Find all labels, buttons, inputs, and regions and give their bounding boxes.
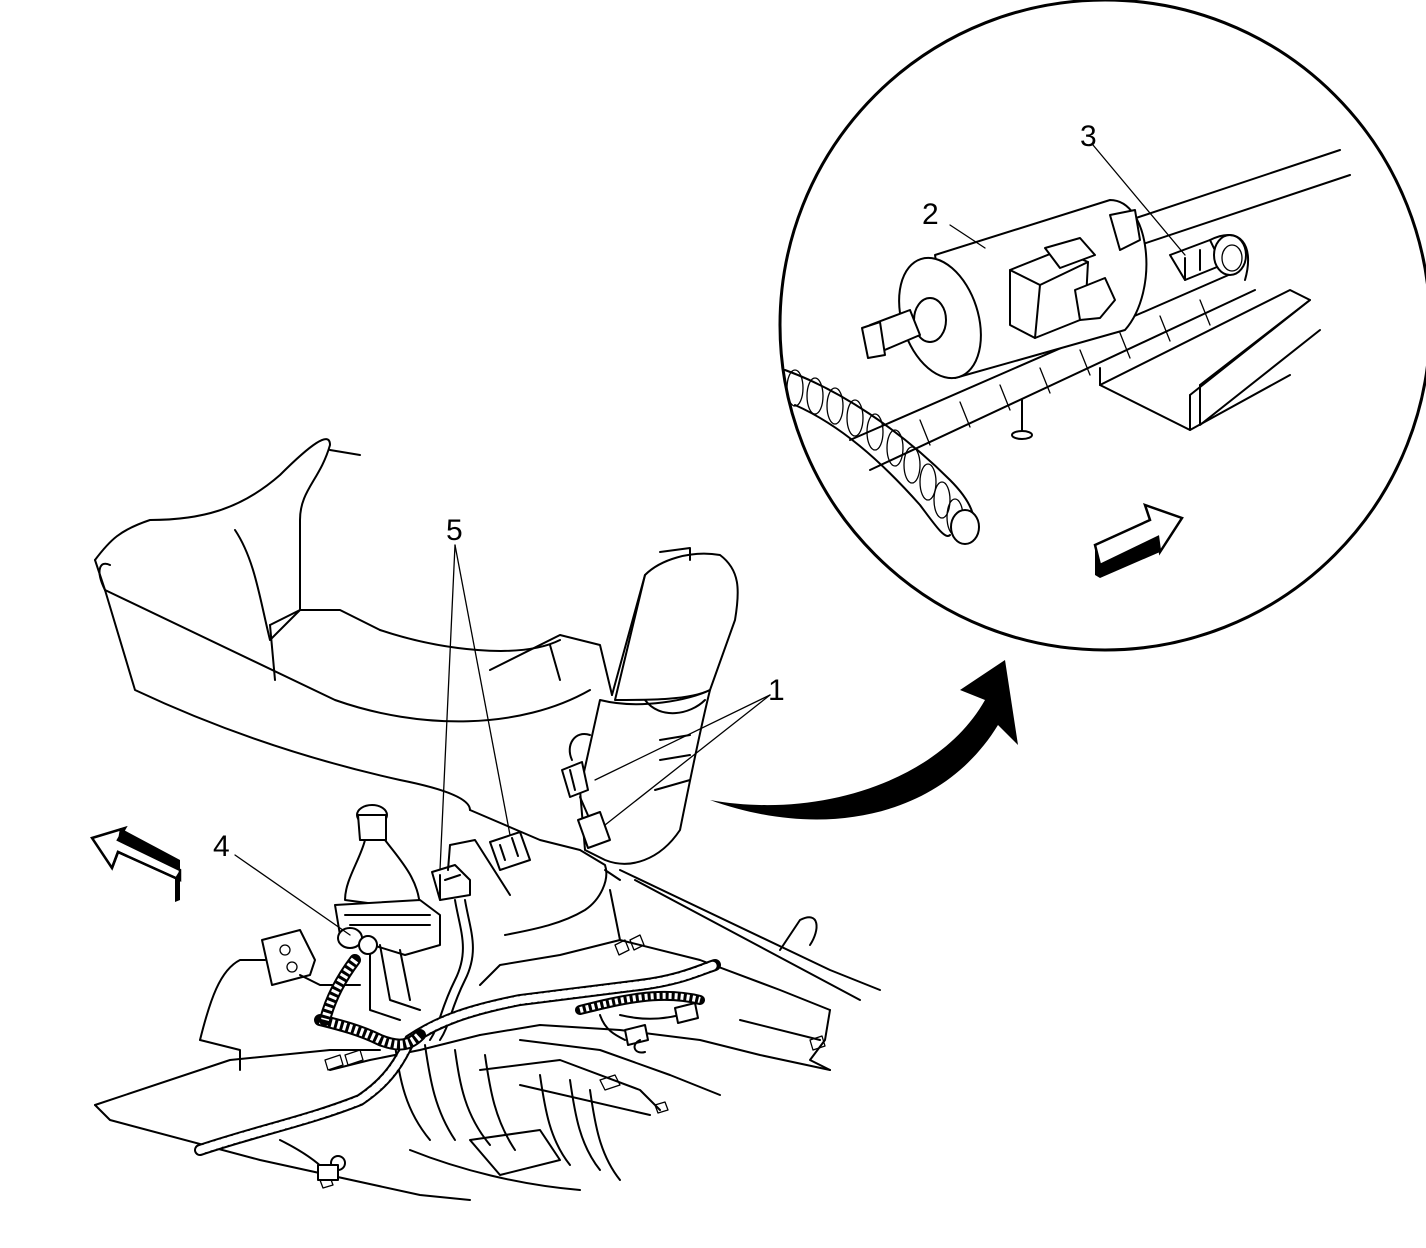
corrugated-conduit [784, 369, 980, 545]
wire-harness [194, 954, 721, 1181]
connector-5-left [431, 864, 471, 901]
motor-assembly [861, 199, 1148, 380]
connector-5-right [489, 831, 531, 871]
callout-4: 4 [213, 830, 230, 863]
forward-arrow-main [90, 825, 182, 902]
forward-arrow-detail [1093, 502, 1184, 578]
callout-5: 5 [446, 514, 463, 547]
detail-view [778, 0, 1426, 652]
callout-3: 3 [1080, 120, 1097, 153]
connector-1-lower [577, 811, 611, 849]
floor-pan [94, 869, 881, 1201]
connector-3 [1169, 234, 1250, 281]
detail-pointer-arrow [710, 660, 1018, 820]
shifter [334, 804, 441, 1021]
connector-1-upper [561, 733, 591, 798]
callout-2: 2 [922, 198, 939, 231]
main-view [90, 438, 881, 1201]
callout-1: 1 [768, 674, 785, 707]
